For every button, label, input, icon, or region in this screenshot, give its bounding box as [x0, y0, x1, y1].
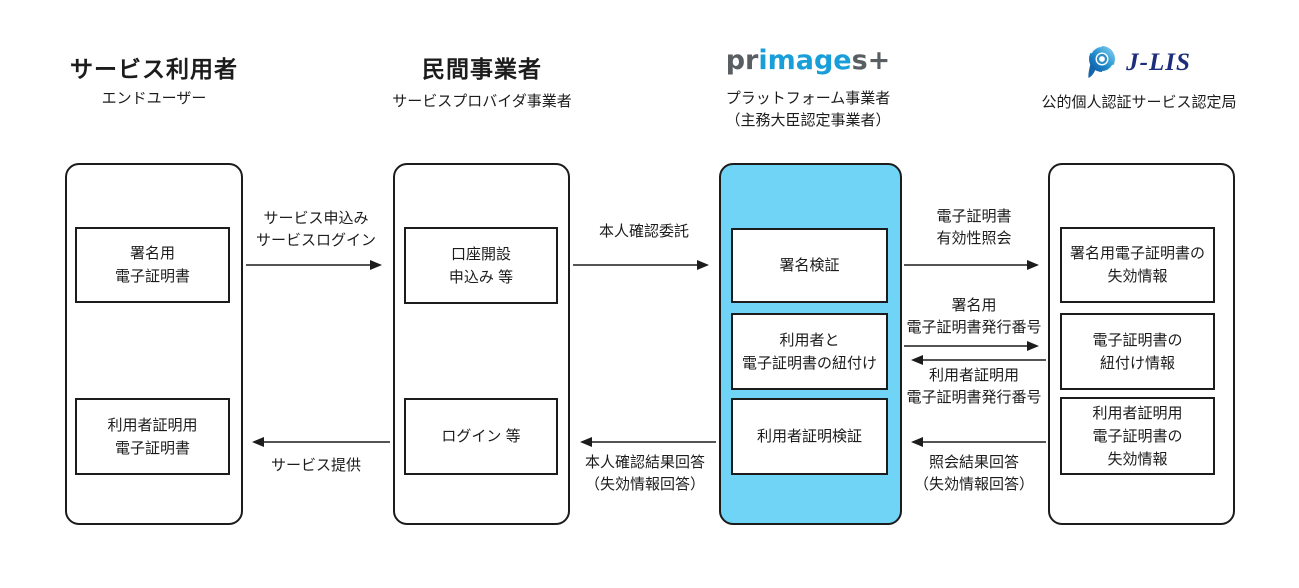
primagest-logo-part-pr: pr — [725, 45, 759, 76]
primagest-logo-part-image: image — [758, 45, 852, 76]
jlis-logo-icon — [1088, 45, 1116, 78]
arrow-label-service-application: サービス申込み サービスログイン — [255, 210, 376, 249]
arrow-label-identity-verification-result: 本人確認結果回答 （失効情報回答） — [584, 454, 705, 493]
column-title-private-business: 民間事業者 — [422, 56, 542, 82]
box-user-cert-verification: 利用者証明検証 — [731, 398, 888, 475]
jlis-logo-text: J-LIS — [1126, 49, 1191, 76]
column-subtitle-end-user: エンドユーザー — [101, 90, 207, 107]
primagest-logo-part-s: s+ — [851, 45, 891, 76]
arrow-label-service-provision: サービス提供 — [270, 457, 361, 474]
box-signature-verification: 署名検証 — [731, 228, 888, 303]
primagest-logo: primages+ — [702, 45, 914, 76]
box-cert-linking-info: 電子証明書の 紐付け情報 — [1060, 313, 1215, 390]
arrow-label-user-cert-number: 利用者証明用 電子証明書発行番号 — [906, 367, 1042, 406]
jlis-logo: J-LIS — [1047, 44, 1227, 82]
column-subtitle-certification-authority: 公的個人認証サービス認定局 — [1041, 94, 1237, 111]
column-subtitle-service-provider: サービスプロバイダ事業者 — [392, 93, 572, 110]
box-account-opening: 口座開設 申込み 等 — [404, 227, 558, 304]
box-user-cert-linking: 利用者と 電子証明書の紐付け — [731, 313, 888, 390]
column-title-service-user: サービス利用者 — [70, 56, 238, 82]
box-login: ログイン 等 — [404, 398, 558, 475]
box-user-cert: 利用者証明用 電子証明書 — [75, 398, 230, 475]
box-signature-cert: 署名用 電子証明書 — [75, 227, 230, 303]
arrow-label-identity-verification-request: 本人確認委託 — [598, 223, 689, 240]
arrow-label-inquiry-result: 照会結果回答 （失効情報回答） — [913, 454, 1034, 493]
box-signature-cert-revocation-info: 署名用電子証明書の 失効情報 — [1060, 227, 1215, 303]
box-user-cert-revocation-info: 利用者証明用 電子証明書の 失効情報 — [1060, 397, 1215, 475]
arrow-label-cert-validity-inquiry: 電子証明書 有効性照会 — [936, 208, 1012, 247]
column-subtitle-platform-operator: プラットフォーム事業者 （主務大臣認定事業者） — [725, 90, 891, 129]
arrow-label-signature-cert-number: 署名用 電子証明書発行番号 — [906, 297, 1042, 336]
